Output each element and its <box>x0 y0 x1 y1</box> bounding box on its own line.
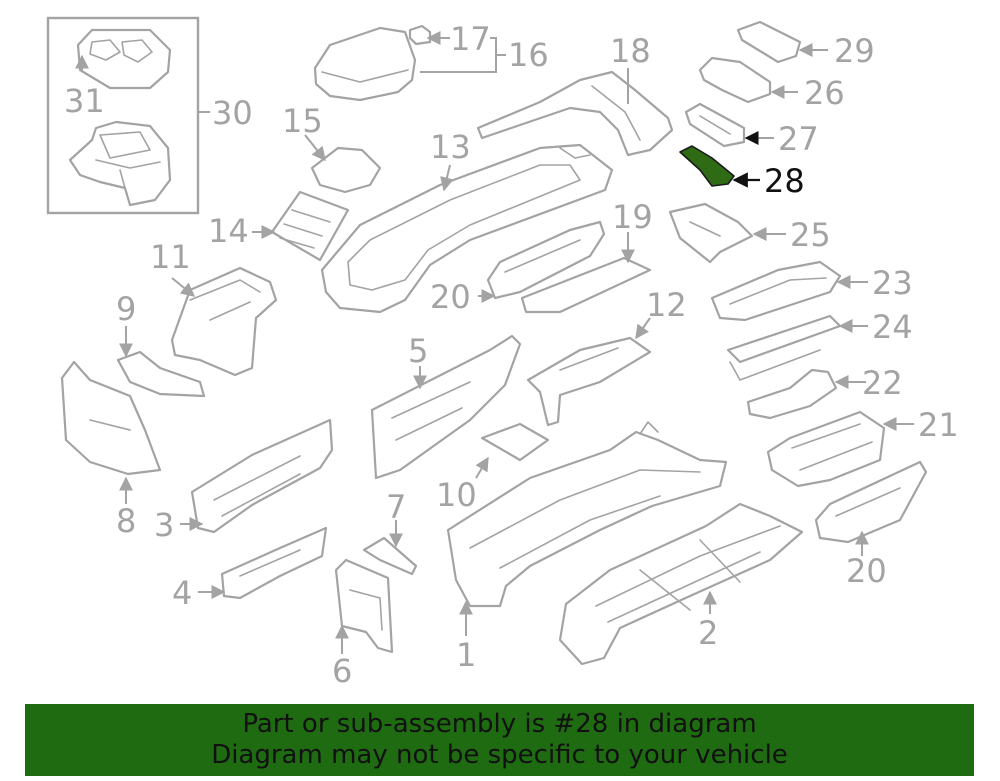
callout-31: 31 <box>64 82 105 120</box>
part-18-trim-panel <box>476 70 674 157</box>
info-banner: Part or sub-assembly is #28 in diagram D… <box>25 704 974 776</box>
callout-20-right: 20 <box>846 552 887 590</box>
part-7-clip <box>362 536 418 576</box>
callout-4: 4 <box>172 574 192 612</box>
callout-14: 14 <box>208 212 249 250</box>
part-11-housing <box>170 266 278 377</box>
part-15-bezel <box>310 146 382 194</box>
part-30-cupholder-assembly <box>68 120 172 207</box>
callout-13: 13 <box>430 128 471 166</box>
part-17-clip <box>408 24 432 46</box>
callout-19: 19 <box>612 198 653 236</box>
callout-1: 1 <box>456 636 476 674</box>
part-25-bracket <box>668 202 754 264</box>
callout-28: 28 <box>764 162 805 200</box>
part-4-lower-panel <box>220 526 328 600</box>
inset-box-30: 31 <box>46 16 200 215</box>
part-8-side-cover <box>60 360 162 476</box>
callout-10: 10 <box>436 476 477 514</box>
callout-27: 27 <box>778 120 819 158</box>
callout-22: 22 <box>862 364 903 402</box>
part-5-side-panel <box>370 334 522 480</box>
banner-line-part-number: Part or sub-assembly is #28 in diagram <box>242 709 757 739</box>
callout-20-top: 20 <box>430 278 471 316</box>
callout-15: 15 <box>282 102 323 140</box>
part-28-highlighted-mat <box>679 145 735 187</box>
callout-2: 2 <box>698 614 718 652</box>
part-14-switch-panel <box>270 190 350 262</box>
part-20-side-trim <box>486 220 606 300</box>
callout-3: 3 <box>154 506 174 544</box>
callout-5: 5 <box>408 332 428 370</box>
part-20-side-panel <box>814 460 928 544</box>
part-26-mat <box>698 56 772 104</box>
part-31-cupholder-insert <box>76 28 172 90</box>
part-29-mat <box>736 20 802 64</box>
part-22-liner <box>746 368 838 420</box>
part-10-pad <box>480 422 550 462</box>
part-2-lower-frame <box>558 502 804 666</box>
part-27-mat <box>684 102 746 148</box>
callout-7: 7 <box>386 488 406 526</box>
part-21-bin <box>766 410 886 488</box>
part-16-armrest-lid <box>313 26 417 102</box>
callout-12: 12 <box>646 286 687 324</box>
callout-26: 26 <box>804 74 845 112</box>
callout-18: 18 <box>610 32 651 70</box>
part-9-bracket <box>116 350 206 398</box>
callout-8: 8 <box>116 502 136 540</box>
callout-6: 6 <box>332 652 352 690</box>
part-13-console-top <box>320 143 614 314</box>
callout-11: 11 <box>150 238 191 276</box>
callout-25: 25 <box>790 216 831 254</box>
part-3-side-panel <box>190 418 334 534</box>
part-23-tray <box>710 260 842 322</box>
part-12-bracket <box>526 336 652 427</box>
callout-17: 17 <box>450 20 491 58</box>
callout-24: 24 <box>872 308 913 346</box>
parts-diagram: 31 30 17 16 18 29 26 27 28 <box>46 16 959 690</box>
part-1-console-base <box>446 421 728 608</box>
part-6-insulator <box>334 558 394 654</box>
callout-9: 9 <box>116 290 136 328</box>
banner-line-disclaimer: Diagram may not be specific to your vehi… <box>211 740 788 770</box>
callout-16: 16 <box>508 36 549 74</box>
part-19-strip <box>520 256 652 314</box>
callout-30: 30 <box>212 94 253 132</box>
callout-21: 21 <box>918 406 959 444</box>
callout-29: 29 <box>834 32 875 70</box>
callout-23: 23 <box>872 264 913 302</box>
